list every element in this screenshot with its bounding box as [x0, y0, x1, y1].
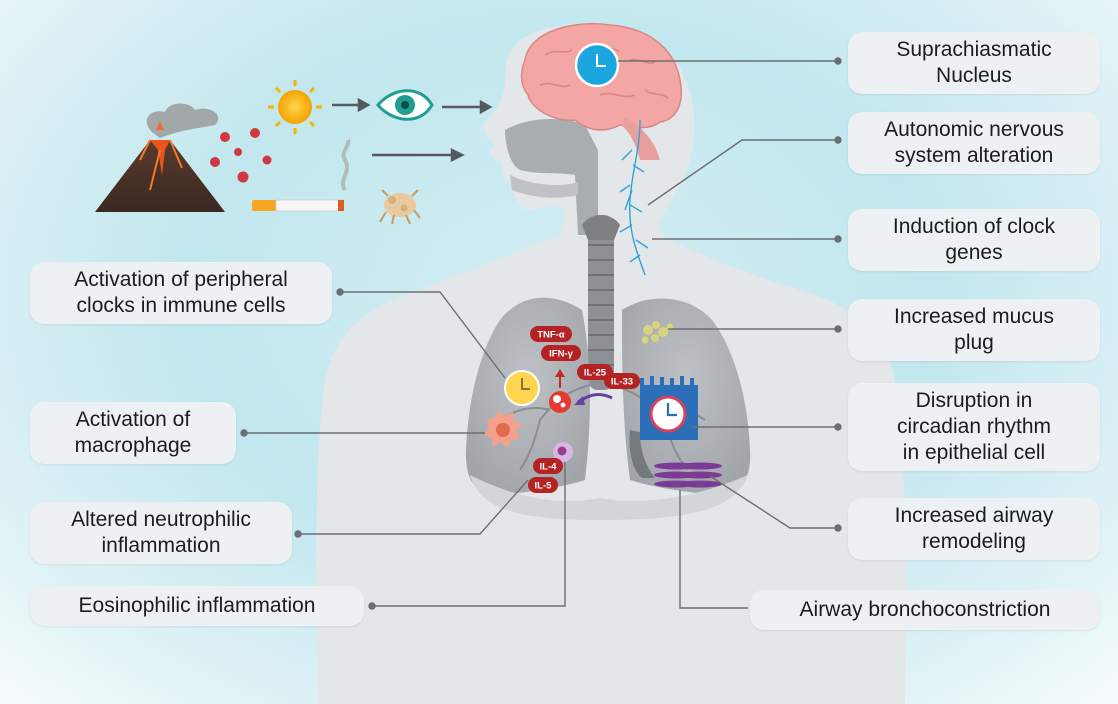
eye-arrow — [442, 102, 490, 112]
virus-particles-icon — [210, 128, 272, 183]
label-airway-remodeling: Increased airway remodeling — [848, 498, 1100, 560]
cytokine-il5: IL-5 — [528, 477, 558, 493]
cytokine-il33: IL-33 — [604, 373, 640, 389]
label-epithelial-circadian: Disruption in circadian rhythm in epithe… — [848, 383, 1100, 471]
label-mucus-plug: Increased mucus plug — [848, 299, 1100, 361]
smooth-muscle-icon — [654, 463, 722, 488]
cytokine-il33-label: IL-33 — [611, 377, 633, 388]
label-text: Increased mucus plug — [894, 304, 1054, 356]
cytokine-il25-label: IL-25 — [584, 368, 607, 379]
label-neutrophilic: Altered neutrophilic inflammation — [30, 502, 292, 564]
cytokine-il4-label: IL-4 — [540, 462, 558, 473]
label-text: Autonomic nervous system alteration — [884, 117, 1064, 169]
label-peripheral-clocks: Activation of peripheral clocks in immun… — [30, 262, 332, 324]
cytokine-il4: IL-4 — [533, 458, 563, 474]
volcano-icon — [95, 104, 225, 213]
label-text: Airway bronchoconstriction — [800, 597, 1051, 623]
eye-icon — [378, 91, 432, 120]
clock-icon — [505, 371, 539, 405]
label-text: Induction of clock genes — [893, 214, 1055, 266]
label-text: Increased airway remodeling — [895, 503, 1054, 555]
cytokine-tnf: TNF-α — [530, 326, 572, 342]
label-bronchoconstriction: Airway bronchoconstriction — [750, 590, 1100, 630]
label-eosinophilic: Eosinophilic inflammation — [30, 586, 364, 626]
sun-icon — [268, 80, 322, 134]
label-text: Activation of peripheral clocks in immun… — [74, 267, 288, 319]
label-autonomic-nervous-system: Autonomic nervous system alteration — [848, 112, 1100, 174]
label-text: Suprachiasmatic Nucleus — [896, 37, 1051, 89]
dust-mite-icon — [380, 190, 420, 224]
label-text: Disruption in circadian rhythm in epithe… — [897, 388, 1051, 466]
label-suprachiasmatic-nucleus: Suprachiasmatic Nucleus — [848, 32, 1100, 94]
cytokine-ifn: IFN-γ — [541, 345, 581, 361]
label-text: Activation of macrophage — [75, 407, 192, 459]
label-text: Altered neutrophilic inflammation — [71, 507, 251, 559]
light-arrow — [332, 100, 368, 110]
cigarette-icon — [252, 140, 348, 211]
cytokine-tnf-label: TNF-α — [537, 330, 565, 341]
smoke-arrow — [372, 150, 462, 160]
label-macrophage: Activation of macrophage — [30, 402, 236, 464]
label-text: Eosinophilic inflammation — [79, 593, 316, 619]
cytokine-il5-label: IL-5 — [535, 481, 553, 492]
cytokine-ifn-label: IFN-γ — [549, 349, 573, 360]
label-clock-genes: Induction of clock genes — [848, 209, 1100, 271]
epithelial-cell-icon — [640, 376, 698, 440]
